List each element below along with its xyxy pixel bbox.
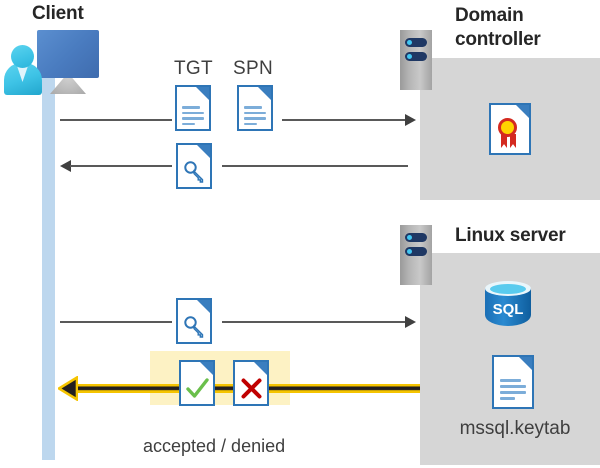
auth-result-line-right [290,384,420,393]
certificate-ribbon-icon [510,134,516,148]
flow-ticket-line-right [222,165,408,167]
text-document-icon [237,85,273,131]
key-document-icon [176,143,212,189]
flow-ticket-arrowhead [60,160,71,172]
check-icon [186,378,209,398]
keytab-document-icon [492,355,534,409]
document-x-icon [233,360,269,406]
linux-server-title: Linux server [455,225,566,246]
domain-controller-title: Domain controller [455,4,595,52]
certificate-seal-icon [498,118,517,137]
keytab-filename-label: mssql.keytab [459,418,571,439]
flow-present-arrowhead [405,316,416,328]
flow-present-line-right [222,321,406,323]
document-check-icon [179,360,215,406]
flow-request-arrowhead [405,114,416,126]
user-head-icon [11,45,34,68]
database-cylinder-top [485,281,531,296]
client-title: Client [32,3,84,24]
sql-database-label: SQL [492,301,524,318]
x-icon [241,378,262,399]
flow-request-line-right [282,119,406,121]
accepted-denied-label: accepted / denied [143,436,286,456]
client-lifeline [42,78,55,460]
document-text-lines [500,379,526,403]
rack-slot-icon [405,38,427,47]
rack-slot-icon [405,247,427,256]
database-cylinder-top-inner [490,284,526,294]
spn-label: SPN [233,58,273,79]
auth-result-arrowhead [58,376,78,401]
domain-controller-title-line1: Domain [455,5,524,26]
sql-database-icon: SQL [485,281,531,333]
document-text-lines [244,106,266,128]
key-icon [184,316,204,338]
server-rack-icon [400,30,432,90]
tgt-label: TGT [174,58,213,79]
monitor-stand-icon [50,78,86,94]
text-document-icon [175,85,211,131]
server-rack-icon [400,225,432,285]
rack-slot-icon [405,52,427,61]
certificate-document-icon [489,103,531,155]
rack-slot-icon [405,233,427,242]
key-document-icon [176,298,212,344]
document-text-lines [182,106,204,128]
flow-present-line-left [60,321,172,323]
monitor-icon [37,30,99,78]
flow-ticket-line-left [70,165,172,167]
key-icon [184,161,204,183]
domain-controller-title-line2: controller [455,29,541,50]
auth-result-highlight [150,351,290,405]
flow-request-line-left [60,119,172,121]
certificate-ribbon-icon [501,134,507,148]
